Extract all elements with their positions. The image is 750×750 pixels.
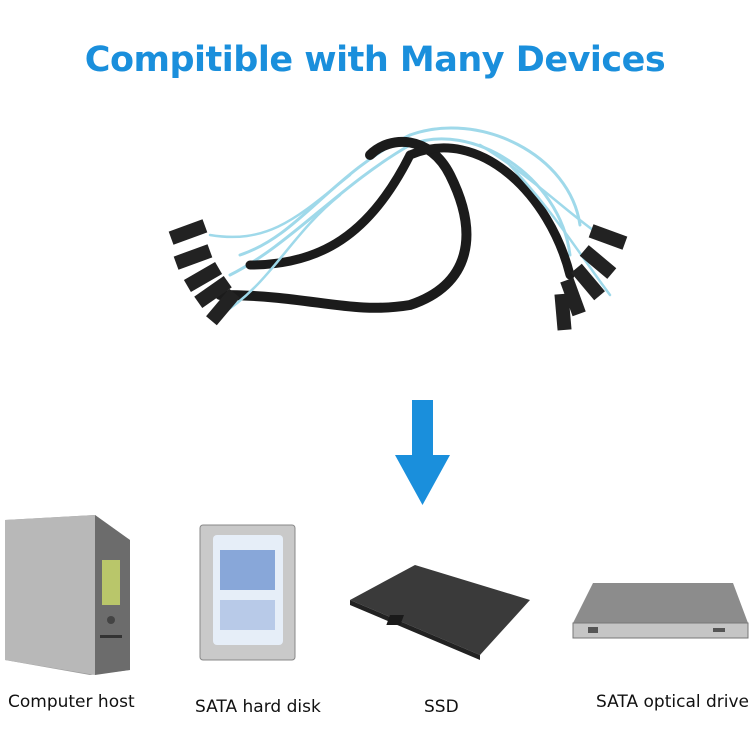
device-label-ssd: SSD bbox=[424, 697, 459, 717]
ssd-image bbox=[350, 565, 530, 660]
optical-drive-image bbox=[572, 583, 749, 639]
device-label-optical-drive: SATA optical drive bbox=[596, 692, 750, 712]
device-label-computer-host: Computer host bbox=[8, 692, 135, 712]
down-arrow-icon bbox=[395, 400, 450, 505]
computer-host-image bbox=[5, 515, 130, 675]
sata-cable-image bbox=[168, 126, 628, 331]
device-label-hard-disk: SATA hard disk bbox=[195, 697, 321, 717]
page-title: Compitible with Many Devices bbox=[84, 40, 666, 80]
hard-disk-image bbox=[199, 524, 296, 661]
